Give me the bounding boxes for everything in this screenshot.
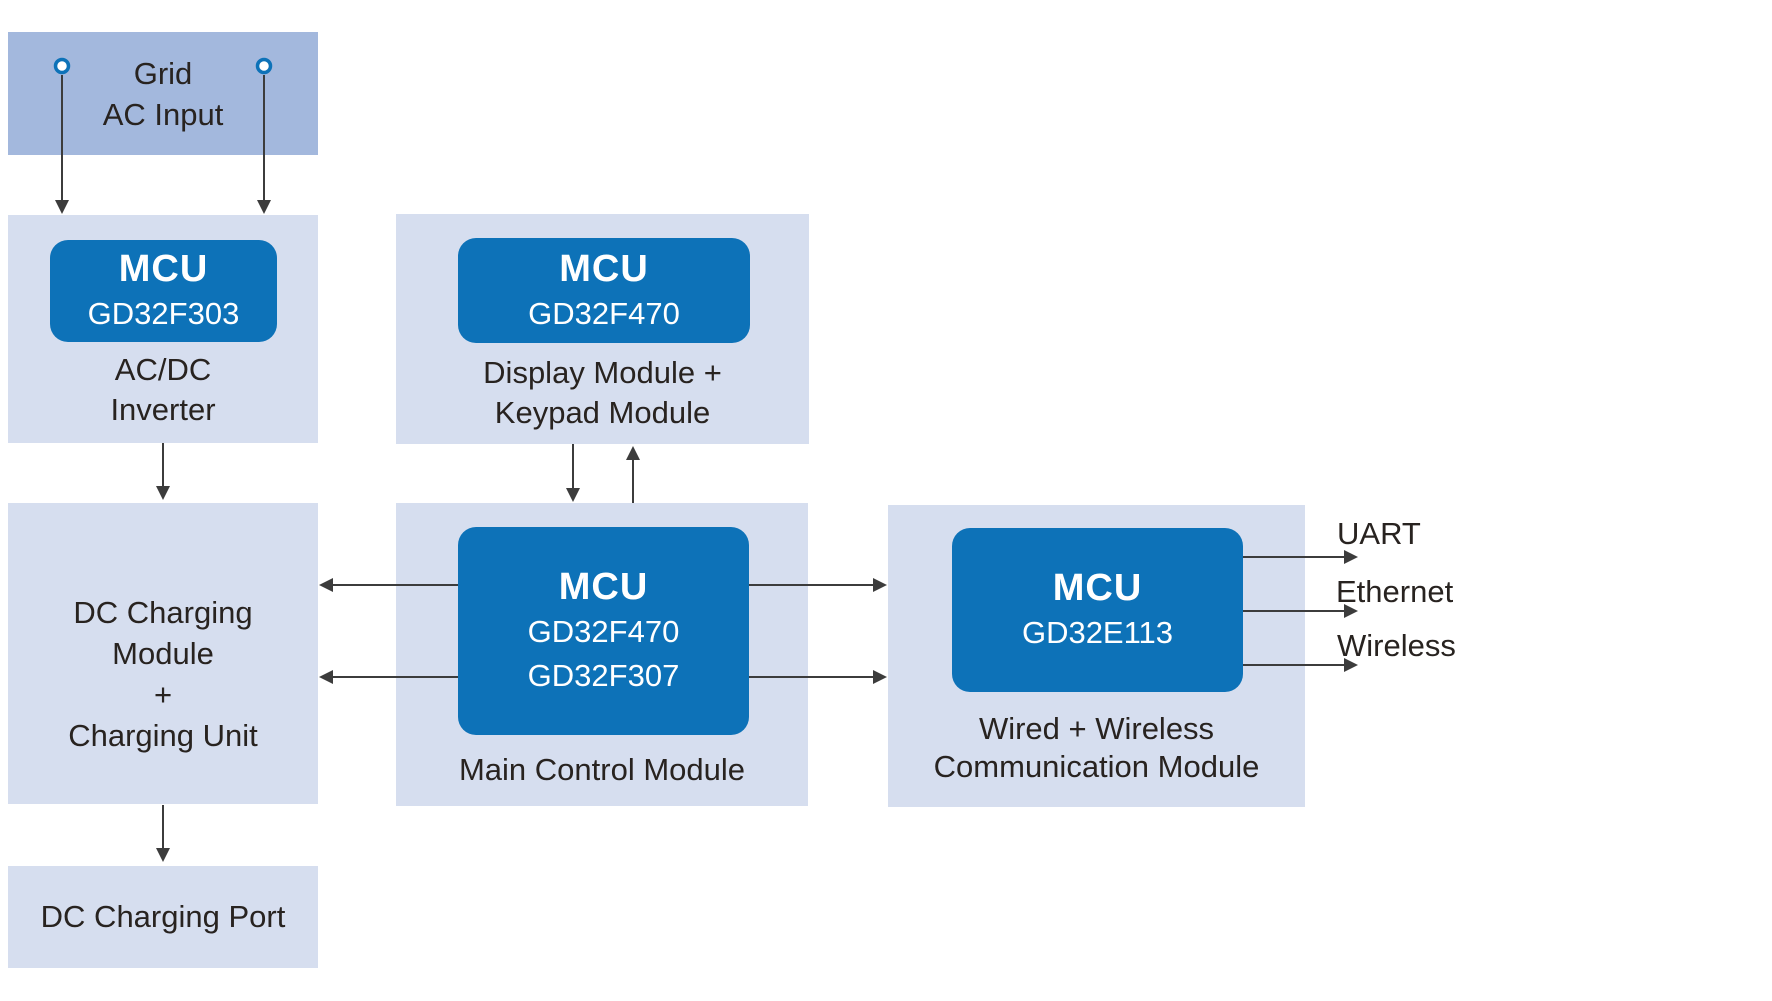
acdc-label-line2: Inverter bbox=[110, 392, 216, 427]
ethernet-label: Ethernet bbox=[1336, 574, 1454, 609]
dc-charging-label: DC Charging Module + Charging Unit bbox=[8, 592, 318, 756]
comm-label-line1: Wired + Wireless bbox=[978, 711, 1215, 746]
dc-charging-port-label: DC Charging Port bbox=[40, 899, 286, 934]
comm-mcu-part: GD32E113 bbox=[1021, 615, 1174, 650]
display-mcu-part: GD32F470 bbox=[528, 295, 680, 331]
main-mcu-part1: GD32F470 bbox=[527, 614, 680, 649]
dc-charging-line1: DC Charging bbox=[73, 595, 253, 630]
acdc-mcu-title: MCU bbox=[118, 248, 209, 290]
display-mcu-chip: MCU GD32F470 bbox=[458, 238, 750, 343]
dc-charging-port-box: DC Charging Port bbox=[8, 866, 318, 968]
dc-charging-line4: Charging Unit bbox=[68, 718, 258, 753]
display-mcu-title: MCU bbox=[559, 247, 649, 290]
main-control-box: MCU GD32F470 GD32F307 Main Control Modul… bbox=[396, 503, 808, 806]
uart-label: UART bbox=[1337, 516, 1421, 551]
comm-mcu-chip: MCU GD32E113 bbox=[952, 528, 1243, 692]
display-label: Display Module + Keypad Module bbox=[396, 353, 809, 433]
acdc-label: AC/DC Inverter bbox=[8, 350, 318, 430]
comm-label: Wired + Wireless Communication Module bbox=[888, 710, 1305, 786]
arrow-main-to-display-icon bbox=[626, 446, 640, 503]
grid-ac-input-box: Grid AC Input bbox=[8, 32, 318, 155]
acdc-mcu-chip: MCU GD32F303 bbox=[50, 240, 277, 342]
dc-charging-module-box: DC Charging Module + Charging Unit bbox=[8, 503, 318, 804]
arrow-dccharging-to-port-icon bbox=[156, 805, 170, 862]
arrow-display-to-main-icon bbox=[566, 444, 580, 502]
grid-label-line1: Grid bbox=[133, 55, 193, 91]
comm-label-line2: Communication Module bbox=[933, 749, 1260, 784]
wireless-label: Wireless bbox=[1337, 628, 1456, 663]
main-mcu-chip: MCU GD32F470 GD32F307 bbox=[458, 527, 749, 735]
display-label-line1: Display Module + bbox=[483, 355, 722, 390]
display-keypad-box: MCU GD32F470 Display Module + Keypad Mod… bbox=[396, 214, 809, 444]
grid-label-line2: AC Input bbox=[102, 96, 224, 132]
comm-mcu-title: MCU bbox=[1052, 567, 1143, 609]
arrow-acdc-to-dccharging-icon bbox=[156, 443, 170, 500]
acdc-label-line1: AC/DC bbox=[114, 352, 212, 387]
main-control-label: Main Control Module bbox=[458, 752, 746, 787]
dc-charging-line2: Module bbox=[112, 636, 214, 671]
dc-charging-line3: + bbox=[153, 677, 173, 712]
communication-box: MCU GD32E113 Wired + Wireless Communicat… bbox=[888, 505, 1305, 807]
main-mcu-part2: GD32F307 bbox=[527, 658, 680, 693]
acdc-inverter-box: MCU GD32F303 AC/DC Inverter bbox=[8, 215, 318, 443]
display-label-line2: Keypad Module bbox=[494, 395, 711, 430]
main-mcu-title: MCU bbox=[558, 566, 649, 608]
acdc-mcu-part: GD32F303 bbox=[87, 296, 240, 331]
